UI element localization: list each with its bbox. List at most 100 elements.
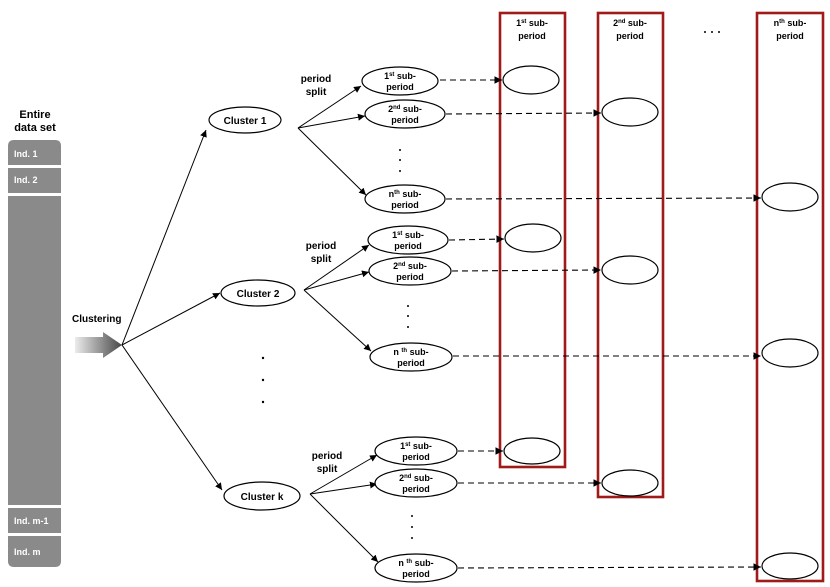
subperiod-label-line2: period: [402, 452, 430, 462]
subperiod-ordinal-suffix: th: [401, 348, 407, 354]
subperiod-ordinal-suffix: nd: [398, 262, 406, 268]
column-ordinal: n: [774, 18, 780, 28]
subperiod-node: 2nd sub- period: [368, 256, 452, 286]
subperiod-label-line2: period: [397, 358, 425, 368]
subperiod-ordinal-suffix: nd: [404, 474, 412, 480]
dataset-row-ind-1: [8, 140, 61, 165]
subperiod-ordinal-suffix: st: [397, 231, 402, 237]
columns-ellipsis: [704, 31, 720, 33]
subperiod-ordinal-suffix: st: [405, 442, 410, 448]
split-arrow: [303, 289, 372, 352]
subperiod-slot: [504, 223, 562, 253]
assign-arrow: [445, 194, 762, 202]
column-text: sub-: [785, 18, 807, 28]
subperiod-node: nth sub- period: [364, 184, 446, 214]
assign-arrow: [451, 266, 602, 274]
subperiod-slot: [601, 255, 659, 285]
subperiod-node: 2nd sub- period: [374, 468, 458, 498]
subperiod-label-line2: period: [391, 115, 419, 125]
split-arrow: [297, 127, 367, 196]
dataset-row-ind-m-1: [8, 508, 61, 533]
subperiod-slot: [503, 437, 561, 465]
dataset-row-label: Ind. 1: [14, 149, 38, 159]
assign-arrow: [448, 235, 505, 243]
subperiod-label-line2: period: [386, 82, 414, 92]
subperiod-label-line2: period: [402, 484, 430, 494]
clustering-label: Clustering: [72, 314, 121, 325]
column-border: [755, 11, 825, 583]
subperiod-ordinal: 2: [399, 473, 404, 483]
subperiod-node: 2nd sub- period: [364, 99, 446, 129]
period-split-label: period: [301, 74, 332, 85]
clustering-arrow: [75, 332, 122, 358]
subperiod-label: n th sub-: [393, 347, 428, 357]
subperiod-node: 1st sub- period: [361, 66, 439, 96]
column-ordinal-suffix: nd: [618, 19, 626, 25]
subperiod-node: n th sub- period: [369, 342, 453, 372]
subperiod-text: sub-: [407, 347, 429, 357]
subperiods-ellipsis: [399, 149, 413, 539]
subperiod-text: sub-: [400, 104, 422, 114]
subperiod-ordinal: 1: [392, 230, 397, 240]
subperiod-node: 1st sub- period: [367, 225, 449, 255]
subperiod-text: sub-: [411, 473, 433, 483]
cluster-node-k: Cluster k: [223, 481, 301, 511]
subperiod-label-line2: period: [396, 272, 424, 282]
dataset-row-label: Ind. m-1: [14, 516, 49, 526]
column-border: [596, 11, 665, 499]
split-arrow: [309, 481, 378, 495]
column-label: nth sub-: [774, 18, 807, 28]
column-ordinal-suffix: th: [779, 19, 785, 25]
subperiod-ordinal-suffix: st: [389, 72, 394, 78]
dataset-row-label: Ind. 2: [14, 175, 38, 185]
column-ordinal: 1: [516, 18, 521, 28]
clusters-ellipsis: [261, 356, 265, 404]
split-arrow: [309, 493, 379, 563]
subperiod-node: n th sub- period: [374, 553, 458, 583]
subperiod-slot: [761, 182, 819, 212]
subperiod-slot: [502, 65, 560, 95]
subperiod-column-n: nth sub- period: [755, 11, 825, 583]
subperiod-ordinal-suffix: th: [406, 559, 412, 565]
subperiod-ordinal: 1: [384, 71, 389, 81]
subperiod-ordinal: n: [389, 189, 395, 199]
arrow-to-cluster-1: [121, 129, 207, 346]
dataset-title-line1: Entire: [19, 109, 50, 121]
cluster-label: Cluster 1: [224, 116, 267, 127]
split-arrow: [297, 85, 362, 129]
cluster-node-1: Cluster 1: [208, 106, 282, 134]
subperiod-text: sub-: [410, 441, 432, 451]
subperiod-slot: [601, 97, 659, 127]
subperiod-ordinal-suffix: th: [394, 190, 400, 196]
column-ordinal: 2: [613, 18, 618, 28]
subperiod-label: 2nd sub-: [388, 104, 422, 114]
arrow-to-cluster-k: [121, 344, 223, 491]
subperiod-node: 1st sub- period: [374, 436, 458, 466]
split-arrow: [297, 113, 366, 129]
subperiod-column-2: 2nd sub- period: [596, 11, 665, 499]
column-text: sub-: [526, 18, 548, 28]
cluster-label: Cluster 2: [237, 289, 280, 300]
cluster-node-2: Cluster 2: [220, 279, 296, 307]
period-split-label: split: [311, 254, 332, 265]
subperiod-ordinal: 2: [388, 104, 393, 114]
subperiod-text: sub-: [405, 261, 427, 271]
dataset-row-ind-m: [8, 536, 61, 567]
period-split-label: period: [306, 241, 337, 252]
split-arrow: [303, 244, 370, 291]
column-label-line2: period: [616, 31, 644, 41]
column-label-line2: period: [518, 31, 546, 41]
arrow-to-cluster-2: [121, 292, 221, 346]
column-ordinal-suffix: st: [521, 19, 526, 25]
column-label-line2: period: [776, 31, 804, 41]
dataset-row-ind-2: [8, 168, 61, 193]
subperiod-text: sub-: [400, 189, 422, 199]
subperiod-label: 2nd sub-: [393, 261, 427, 271]
dataset-middle-rows: [8, 196, 61, 505]
assign-arrow: [457, 563, 762, 571]
subperiod-slot: [761, 338, 819, 368]
subperiod-text: sub-: [412, 558, 434, 568]
dataset-row-label: Ind. m: [14, 547, 41, 557]
dataset-title-line2: data set: [14, 122, 56, 134]
